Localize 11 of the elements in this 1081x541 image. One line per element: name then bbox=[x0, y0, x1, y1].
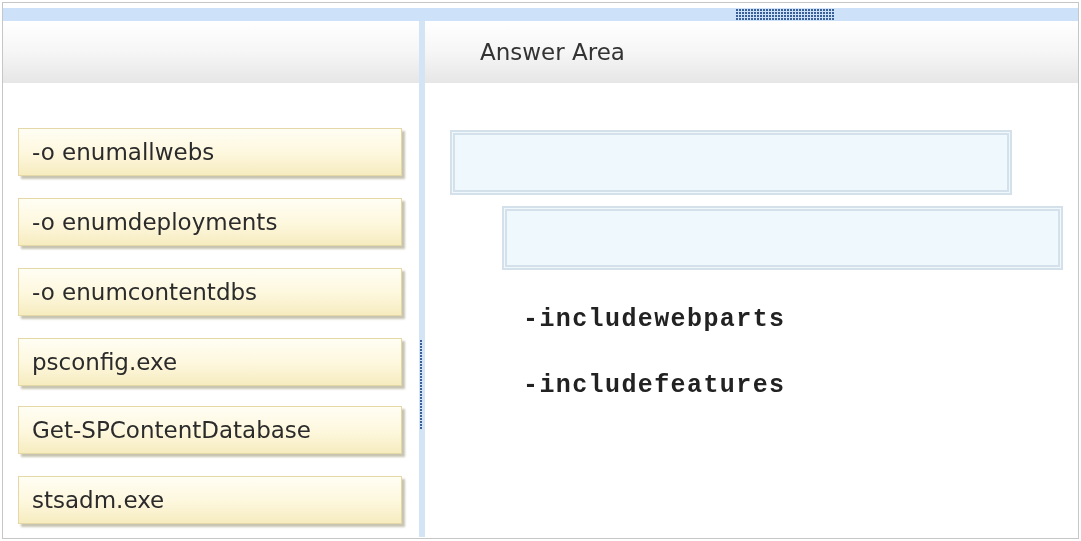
command-tile: stsadm.exe bbox=[18, 476, 402, 524]
parameter-text: -includefeatures bbox=[523, 370, 786, 402]
command-tile: psconfig.exe bbox=[18, 338, 402, 386]
answer-slot bbox=[450, 130, 1012, 195]
command-tile: Get-SPContentDatabase bbox=[18, 406, 402, 454]
answer-slot bbox=[502, 206, 1063, 270]
parameter-text: -includewebparts bbox=[523, 304, 786, 336]
command-tile: -o enumdeployments bbox=[18, 198, 402, 246]
command-tile: -o enumcontentdbs bbox=[18, 268, 402, 316]
panel-heading: Answer Area bbox=[480, 39, 625, 65]
command-tile: -o enumallwebs bbox=[18, 128, 402, 176]
